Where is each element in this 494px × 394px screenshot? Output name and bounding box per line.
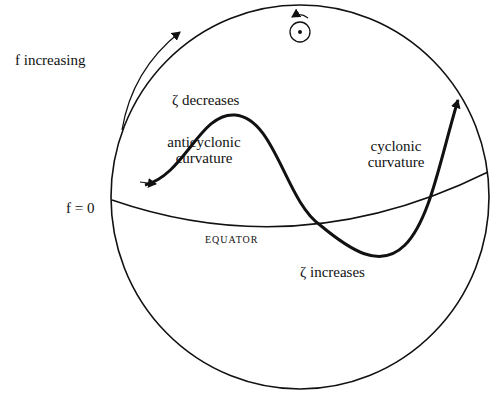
- f-arrow: [122, 32, 180, 130]
- rotation-dot: [298, 30, 302, 34]
- curvature-label: anticyclonic curvature: [162, 134, 246, 166]
- f-increasing-label: f increasing: [15, 52, 85, 68]
- vorticity-label: ζ increases: [300, 264, 365, 280]
- equator-label: EQUATOR: [205, 232, 258, 248]
- wave-trajectory: [145, 100, 458, 256]
- rotation-arrow: [292, 15, 308, 18]
- f-zero-label: f = 0: [66, 200, 94, 216]
- curvature-label: cyclonic curvature: [360, 138, 432, 170]
- trajectory-arrow: [140, 182, 156, 184]
- globe-outline: [111, 5, 489, 389]
- rotation-circle: [290, 22, 310, 42]
- vorticity-label: ζ decreases: [172, 92, 239, 108]
